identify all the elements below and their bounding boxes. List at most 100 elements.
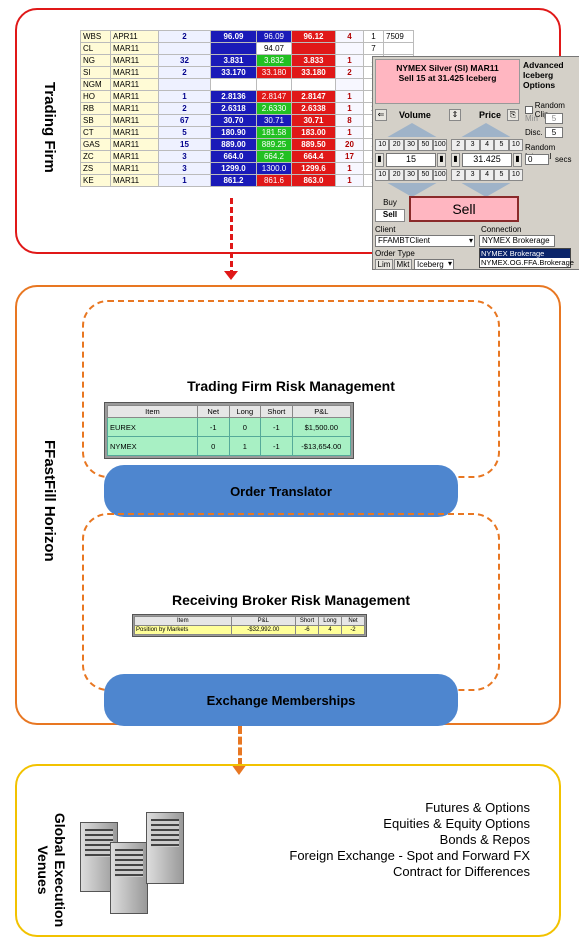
volume-minus-icon[interactable]: ▮ — [375, 153, 384, 167]
preset-button[interactable]: 2 — [451, 169, 466, 181]
preset-button[interactable]: 50 — [418, 139, 433, 151]
price-up-arrow[interactable] — [461, 123, 511, 137]
volume-input[interactable]: 15 — [386, 153, 436, 167]
broker-header-cell[interactable]: Long — [317, 616, 342, 626]
price-input[interactable]: 31.425 — [462, 153, 512, 167]
volume-up-arrow[interactable] — [387, 123, 437, 137]
volume-scroll-icon[interactable]: ⇐ — [375, 109, 387, 121]
price-down-arrow[interactable] — [461, 183, 511, 197]
sell-tab[interactable]: Sell — [375, 209, 405, 222]
ticket-header-line2: Sell 15 at 31.425 Iceberg — [398, 73, 497, 83]
connection-select[interactable]: NYMEX Brokerage — [479, 235, 555, 247]
preset-button[interactable]: 3 — [465, 169, 480, 181]
month-cell: MAR11 — [110, 54, 159, 67]
preset-button[interactable]: 2 — [451, 139, 466, 151]
volume-plus-icon[interactable]: ▮ — [437, 153, 446, 167]
sell-button[interactable]: Sell — [409, 196, 519, 222]
preset-button[interactable]: 20 — [389, 169, 404, 181]
price-plus-icon[interactable]: ▮ — [513, 153, 522, 167]
order-type-select[interactable]: Iceberg ▾ — [414, 259, 454, 270]
month-cell: MAR11 — [110, 90, 159, 103]
random-clip-checkbox[interactable]: Random Clip — [525, 101, 579, 119]
interval-input[interactable]: 0 — [525, 154, 549, 165]
min-input[interactable]: 5 — [545, 113, 563, 124]
ask-qty-cell: 17 — [335, 150, 364, 163]
broker-header-cell[interactable]: Item — [134, 616, 232, 626]
price-minus-icon[interactable]: ▮ — [451, 153, 460, 167]
preset-button[interactable]: 10 — [508, 169, 524, 181]
broker-header-cell[interactable]: P&L — [230, 616, 296, 626]
lim-button[interactable]: Lim — [375, 259, 393, 270]
preset-button[interactable]: 100 — [432, 139, 448, 151]
swap-icon[interactable]: ⇕ — [449, 109, 461, 121]
volume-cell — [383, 42, 414, 55]
preset-button[interactable]: 5 — [494, 169, 509, 181]
risk-header-cell[interactable]: Item — [107, 405, 198, 418]
risk-header-cell[interactable]: Long — [228, 405, 262, 418]
bid-cell: 2.8136 — [210, 90, 257, 103]
min-label: Min — [525, 114, 538, 123]
venues-label-text: Global Execution Venues — [35, 812, 68, 928]
last-cell: 94.07 — [256, 42, 292, 55]
venue-item: Contract for Differences — [392, 864, 530, 879]
last-cell: 33.180 — [256, 66, 292, 79]
bid-cell — [210, 42, 257, 55]
risk-header-cell[interactable]: Net — [196, 405, 230, 418]
preset-button[interactable]: 100 — [432, 169, 448, 181]
count-cell: 7 — [363, 42, 384, 55]
bid-qty-cell: 2 — [158, 66, 211, 79]
risk-cell: -1 — [260, 436, 293, 456]
copy-icon[interactable]: ⎘ — [507, 109, 519, 121]
preset-button[interactable]: 3 — [465, 139, 480, 151]
volume-down-arrow[interactable] — [387, 183, 437, 197]
volume-label: Volume — [399, 110, 431, 120]
preset-button[interactable]: 30 — [403, 169, 419, 181]
disc-input[interactable]: 5 — [545, 127, 563, 138]
preset-button[interactable]: 10 — [508, 139, 524, 151]
preset-button[interactable]: 4 — [479, 169, 495, 181]
preset-button[interactable]: 5 — [494, 139, 509, 151]
broker-header-cell[interactable]: Short — [294, 616, 319, 626]
broker-header-cell[interactable]: Net — [340, 616, 366, 626]
mkt-button[interactable]: Mkt — [394, 259, 412, 270]
bid-cell: 1299.0 — [210, 162, 257, 175]
preset-button[interactable]: 10 — [375, 169, 390, 181]
order-translator-pill: Order Translator — [104, 465, 458, 517]
buy-tab[interactable]: Buy — [375, 197, 405, 209]
client-select[interactable]: FFAMBTClient ▾ — [375, 235, 475, 247]
ask-cell: 863.0 — [291, 174, 336, 187]
connection-option-1[interactable]: NYMEX Brokerage — [480, 249, 570, 258]
preset-button[interactable]: 10 — [375, 139, 390, 151]
preset-button[interactable]: 4 — [479, 139, 495, 151]
risk-header-cell[interactable]: P&L — [291, 405, 352, 418]
risk-header-cell[interactable]: Short — [260, 405, 293, 418]
preset-button[interactable]: 30 — [403, 139, 419, 151]
ask-cell: 183.00 — [291, 126, 336, 139]
preset-button[interactable]: 50 — [418, 169, 433, 181]
connection-option-2[interactable]: NYMEX.OG.FFA.Brokerage — [481, 258, 574, 267]
preset-button[interactable]: 20 — [389, 139, 404, 151]
month-cell: MAR11 — [110, 42, 159, 55]
bid-cell — [210, 78, 257, 91]
disc-label: Disc. — [525, 128, 543, 137]
ask-qty-cell — [335, 78, 364, 91]
ticket-header-line1: NYMEX Silver (SI) MAR11 — [396, 63, 499, 73]
symbol-cell: GAS — [80, 138, 111, 151]
